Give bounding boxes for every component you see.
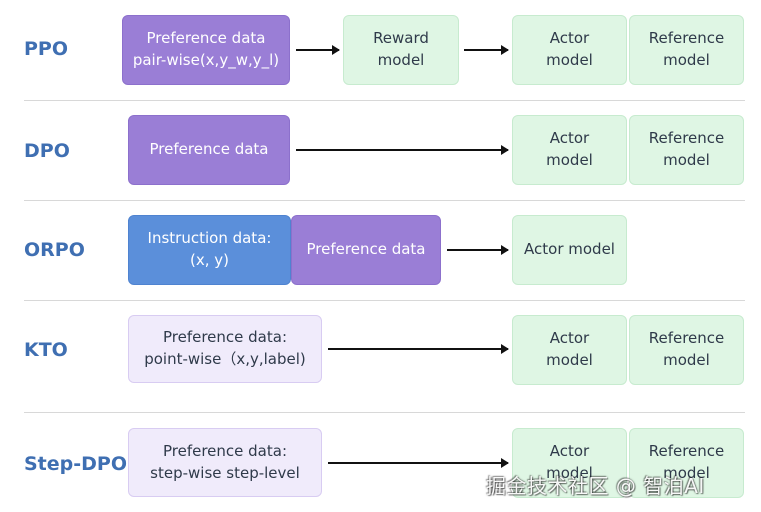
ppo-actor-model-box: Actor model: [512, 15, 627, 85]
watermark: 掘金技术社区 @ 智泊AI: [486, 474, 705, 498]
row-label-kto: KTO: [24, 339, 68, 361]
step-dpo-reference-model-box: Reference model: [629, 428, 744, 498]
dpo-reference-model-box: Reference model: [629, 115, 744, 185]
orpo-instruction-data-box: Instruction data: (x, y): [128, 215, 291, 285]
ppo-preference-data-box: Preference data pair-wise(x,y_w,y_l): [122, 15, 290, 85]
orpo-preference-data-box: Preference data: [291, 215, 441, 285]
ppo-arrow-1: [296, 45, 340, 55]
step-dpo-arrow: [328, 458, 509, 468]
kto-reference-model-box: Reference model: [629, 315, 744, 385]
row-label-ppo: PPO: [24, 38, 69, 60]
step-dpo-actor-model-box: Actor model: [512, 428, 627, 498]
row-label-orpo: ORPO: [24, 239, 85, 261]
kto-arrow: [328, 344, 509, 354]
row-label-step-dpo: Step-DPO: [24, 453, 127, 475]
row-divider: [24, 200, 745, 201]
kto-actor-model-box: Actor model: [512, 315, 627, 385]
step-dpo-preference-data-box: Preference data: step-wise step-level: [128, 428, 322, 497]
row-label-dpo: DPO: [24, 140, 70, 162]
row-divider: [24, 300, 745, 301]
ppo-reference-model-box: Reference model: [629, 15, 744, 85]
kto-preference-data-box: Preference data: point-wise（x,y,label): [128, 315, 322, 383]
ppo-reward-model-box: Reward model: [343, 15, 459, 85]
orpo-actor-model-box: Actor model: [512, 215, 627, 285]
dpo-arrow: [296, 145, 509, 155]
orpo-arrow: [447, 245, 509, 255]
ppo-arrow-2: [464, 45, 509, 55]
row-divider: [24, 412, 745, 413]
row-divider: [24, 100, 745, 101]
dpo-preference-data-box: Preference data: [128, 115, 290, 185]
dpo-actor-model-box: Actor model: [512, 115, 627, 185]
